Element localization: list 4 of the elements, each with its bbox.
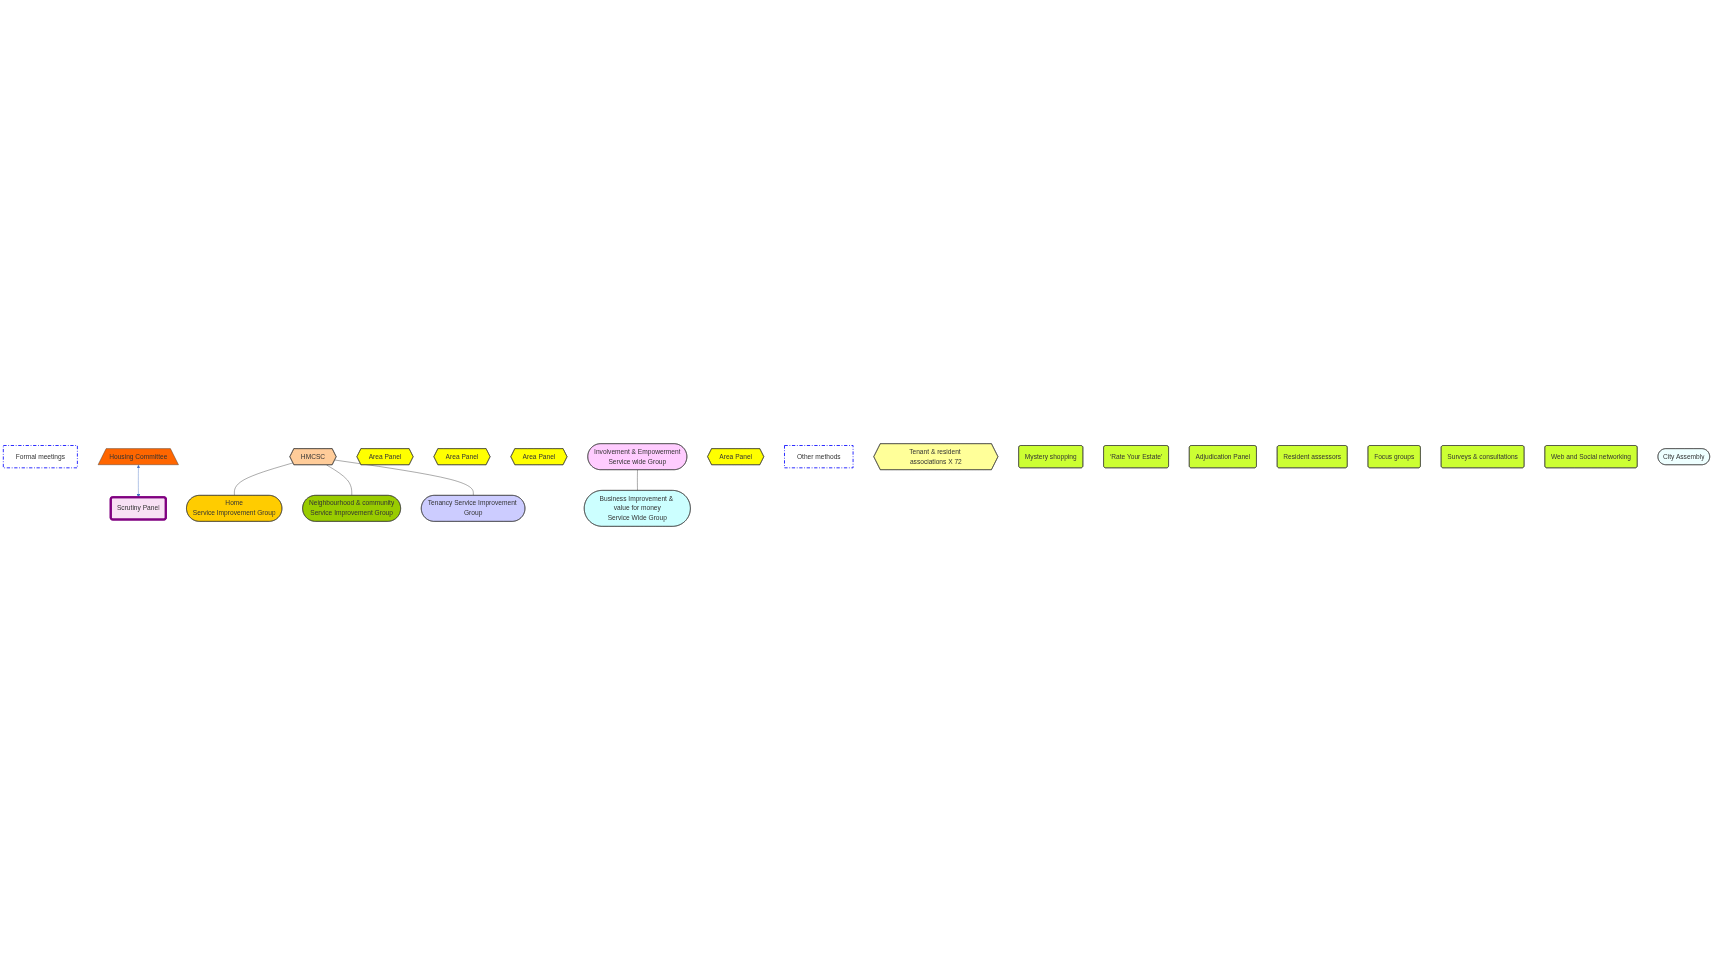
connector (334, 459, 474, 496)
connector (234, 462, 294, 496)
connector (326, 464, 352, 496)
connector (637, 469, 638, 491)
